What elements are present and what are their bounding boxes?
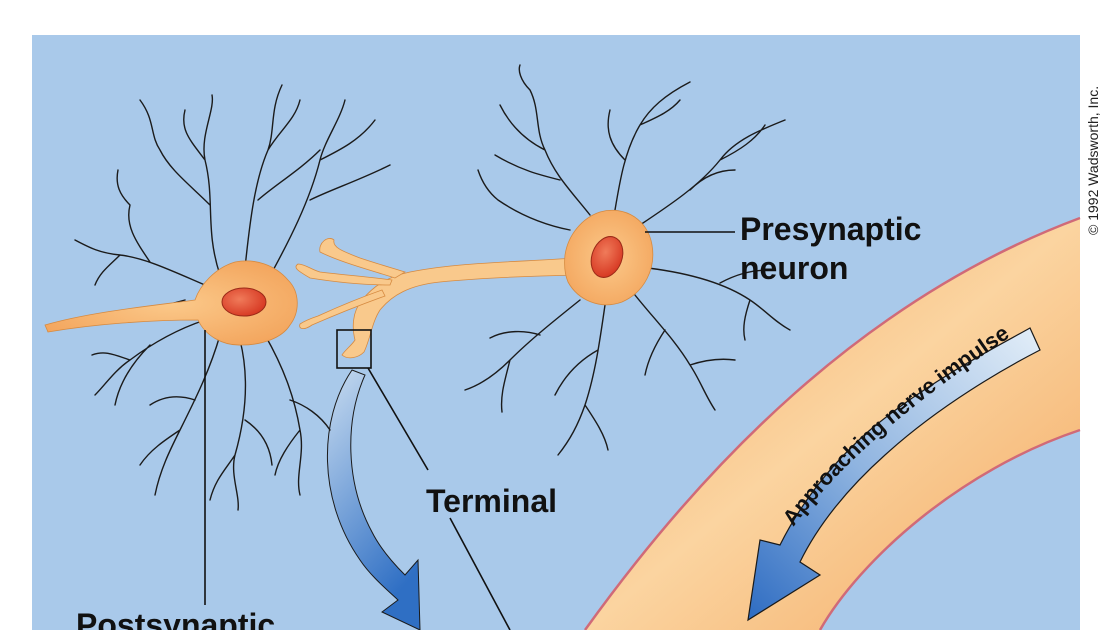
- zoom-arrow: [326, 369, 421, 630]
- presynaptic-label-line2: neuron: [740, 250, 848, 286]
- presynaptic-neuron: [464, 64, 791, 456]
- presynaptic-axon: [295, 238, 579, 359]
- postsynaptic-nucleus: [221, 287, 267, 317]
- terminal-leader-upper: [367, 367, 429, 471]
- presynaptic-label-line1: Presynaptic: [740, 211, 921, 247]
- postsynaptic-neuron: [44, 84, 391, 511]
- postsynaptic-label: Postsynaptic: [76, 607, 275, 630]
- terminal-leader-lower: [449, 517, 511, 630]
- terminal-box: [336, 329, 372, 369]
- approaching-axon: [583, 216, 1081, 630]
- terminal-label: Terminal: [426, 483, 557, 519]
- presynaptic-nucleus: [590, 236, 624, 278]
- copyright-text: © 1992 Wadsworth, Inc.: [1085, 86, 1101, 235]
